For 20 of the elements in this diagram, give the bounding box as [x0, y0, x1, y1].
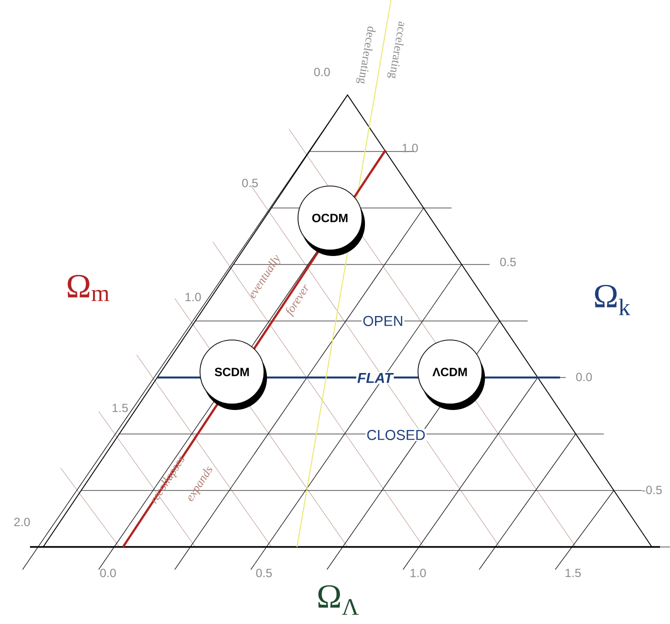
tick-label: 2.0: [14, 518, 30, 526]
curve-label: decelerating: [356, 26, 376, 84]
tick-label: 1.0: [410, 568, 426, 578]
axis-title: Ω$_{m}$: [68, 274, 110, 302]
axis-title: Ω$_{k}$: [595, 284, 630, 316]
region-label: FLAT: [356, 372, 394, 384]
tick-label: 0.0: [576, 372, 592, 382]
tick-label: 1.5: [566, 568, 581, 578]
tick-label: 1.5: [112, 404, 128, 412]
tick-label: 1.0: [186, 292, 201, 302]
region-label: OPEN: [362, 314, 404, 328]
axis-title: Ω$_{Λ}$: [318, 585, 359, 615]
tick-label: 0.5: [256, 568, 272, 578]
tick-label: -0.5: [642, 486, 662, 494]
tick-label: 0.0: [100, 568, 116, 578]
tick-label: 0.5: [500, 258, 516, 266]
region-label: CLOSED: [366, 428, 426, 442]
curve-label: accelerating: [387, 22, 404, 78]
tick-label: 0.0: [314, 68, 330, 76]
tick-label: 0.5: [242, 178, 258, 188]
